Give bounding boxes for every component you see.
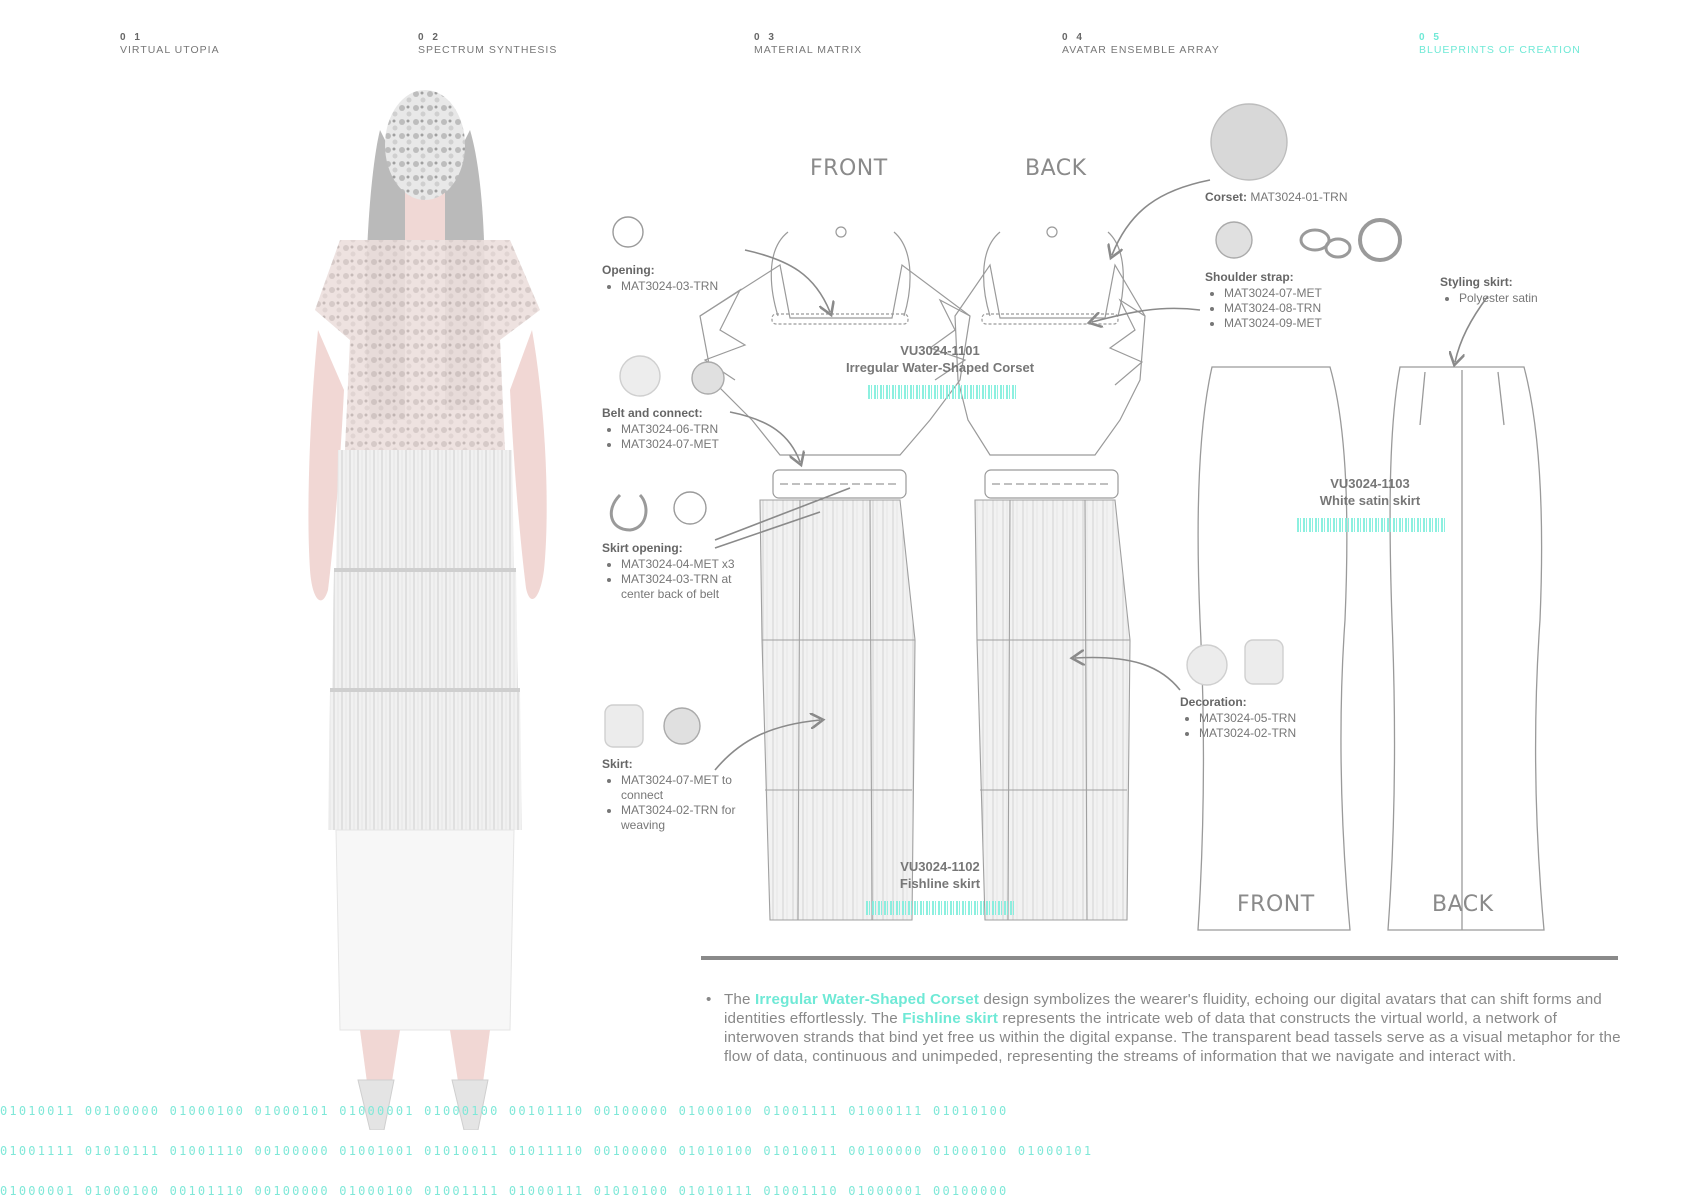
satin-skirt-front-flat <box>1197 366 1351 931</box>
view-title-front: FRONT <box>810 156 888 181</box>
label-shoulder-strap: Shoulder strap: MAT3024-07-MET MAT3024-0… <box>1205 270 1322 331</box>
nav-label: AVATAR ENSEMBLE ARRAY <box>1062 44 1220 56</box>
garment-fishline-title: VU3024-1102 Fishline skirt <box>820 858 1060 892</box>
material-name: Polyester satin <box>1459 291 1538 306</box>
nav-item-virtual-utopia[interactable]: 0 1 VIRTUAL UTOPIA <box>120 32 220 56</box>
label-corset: Corset: MAT3024-01-TRN <box>1205 190 1348 205</box>
label-styling-skirt: Styling skirt: Polyester satin <box>1440 275 1538 306</box>
material-code: MAT3024-03-TRN at center back of belt <box>621 572 762 602</box>
nav-number: 0 5 <box>1419 32 1442 43</box>
material-code: MAT3024-02-TRN for weaving <box>621 803 752 833</box>
fishline-skirt-back-flat <box>974 499 1131 921</box>
binary-row-3: 01000001 01000100 00101110 00100000 0100… <box>0 1184 1009 1198</box>
label-title: Skirt opening: <box>602 541 683 555</box>
nav-label: SPECTRUM SYNTHESIS <box>418 44 558 56</box>
corset-back-flat <box>954 226 1146 456</box>
belt-back <box>984 469 1119 499</box>
material-code: MAT3024-07-MET to connect <box>621 773 752 803</box>
highlight-fishline: Fishline skirt <box>902 1010 999 1027</box>
label-opening: Opening: MAT3024-03-TRN <box>602 263 718 294</box>
bullet: • <box>706 991 712 1008</box>
view-title-skirt-front: FRONT <box>1237 892 1315 917</box>
nav-label: VIRTUAL UTOPIA <box>120 44 220 56</box>
garment-name: Fishline skirt <box>899 876 981 891</box>
belt-front <box>772 469 907 499</box>
nav-label: MATERIAL MATRIX <box>754 44 863 56</box>
section-nav: 0 1 VIRTUAL UTOPIA 0 2 SPECTRUM SYNTHESI… <box>0 32 1697 62</box>
label-title: Belt and connect: <box>602 406 703 420</box>
garment-code: VU3024-1103 <box>1330 476 1410 491</box>
label-title: Decoration: <box>1180 695 1247 709</box>
label-belt: Belt and connect: MAT3024-06-TRN MAT3024… <box>602 406 719 452</box>
nav-number: 0 3 <box>754 32 777 43</box>
label-title: Opening: <box>602 263 655 277</box>
model-illustration <box>308 90 547 1130</box>
nav-label: BLUEPRINTS OF CREATION <box>1419 44 1581 56</box>
garment-code: VU3024-1101 <box>900 343 980 358</box>
garment-corset-title: VU3024-1101 Irregular Water-Shaped Corse… <box>800 342 1080 376</box>
nav-item-blueprints-of-creation[interactable]: 0 5 BLUEPRINTS OF CREATION <box>1419 32 1581 56</box>
description-text: The <box>724 991 755 1008</box>
binary-row-2: 01001111 01010111 01001110 00100000 0100… <box>0 1144 1094 1158</box>
label-title: Corset: <box>1205 190 1248 204</box>
nav-item-spectrum-synthesis[interactable]: 0 2 SPECTRUM SYNTHESIS <box>418 32 557 56</box>
design-description: • The Irregular Water-Shaped Corset desi… <box>706 990 1624 1066</box>
section-divider <box>701 956 1618 960</box>
nav-number: 0 2 <box>418 32 441 43</box>
garment-code: VU3024-1102 <box>900 859 980 874</box>
material-code: MAT3024-02-TRN <box>1199 726 1296 741</box>
satin-skirt-back-flat <box>1387 366 1545 931</box>
binary-row-1: 01010011 00100000 01000100 01000101 0100… <box>0 1104 1009 1118</box>
material-code: MAT3024-09-MET <box>1224 316 1322 331</box>
garment-name: Irregular Water-Shaped Corset <box>845 360 1035 375</box>
label-skirt-opening: Skirt opening: MAT3024-04-MET x3 MAT3024… <box>602 541 762 602</box>
nav-item-avatar-ensemble-array[interactable]: 0 4 AVATAR ENSEMBLE ARRAY <box>1062 32 1220 56</box>
view-title-skirt-back: BACK <box>1432 892 1494 917</box>
label-title: Skirt: <box>602 757 633 771</box>
material-code: MAT3024-03-TRN <box>621 279 718 294</box>
garment-name: White satin skirt <box>1319 493 1421 508</box>
material-code: MAT3024-05-TRN <box>1199 711 1296 726</box>
material-code: MAT3024-08-TRN <box>1224 301 1322 316</box>
label-title: Shoulder strap: <box>1205 270 1294 284</box>
material-code: MAT3024-07-MET <box>621 437 719 452</box>
nav-number: 0 1 <box>120 32 143 43</box>
nav-item-material-matrix[interactable]: 0 3 MATERIAL MATRIX <box>754 32 862 56</box>
corset-front-flat <box>699 226 971 456</box>
highlight-corset: Irregular Water-Shaped Corset <box>755 991 980 1008</box>
label-skirt: Skirt: MAT3024-07-MET to connect MAT3024… <box>602 757 752 833</box>
fishline-skirt-front-flat <box>759 499 916 921</box>
garment-satin-title: VU3024-1103 White satin skirt <box>1270 475 1470 509</box>
label-decoration: Decoration: MAT3024-05-TRN MAT3024-02-TR… <box>1180 695 1296 741</box>
barcode-corset <box>868 385 1016 399</box>
label-title: Styling skirt: <box>1440 275 1513 289</box>
view-title-back: BACK <box>1025 156 1087 181</box>
material-code: MAT3024-01-TRN <box>1250 190 1348 204</box>
material-code: MAT3024-06-TRN <box>621 422 719 437</box>
barcode-fishline <box>866 901 1014 915</box>
material-code: MAT3024-04-MET x3 <box>621 557 762 572</box>
nav-number: 0 4 <box>1062 32 1085 43</box>
barcode-satin <box>1297 518 1445 532</box>
material-code: MAT3024-07-MET <box>1224 286 1322 301</box>
description-text: design symbolizes the wearer's fluidity,… <box>724 991 1602 1027</box>
description-text: represents the intricate web of data tha… <box>724 1010 1621 1065</box>
